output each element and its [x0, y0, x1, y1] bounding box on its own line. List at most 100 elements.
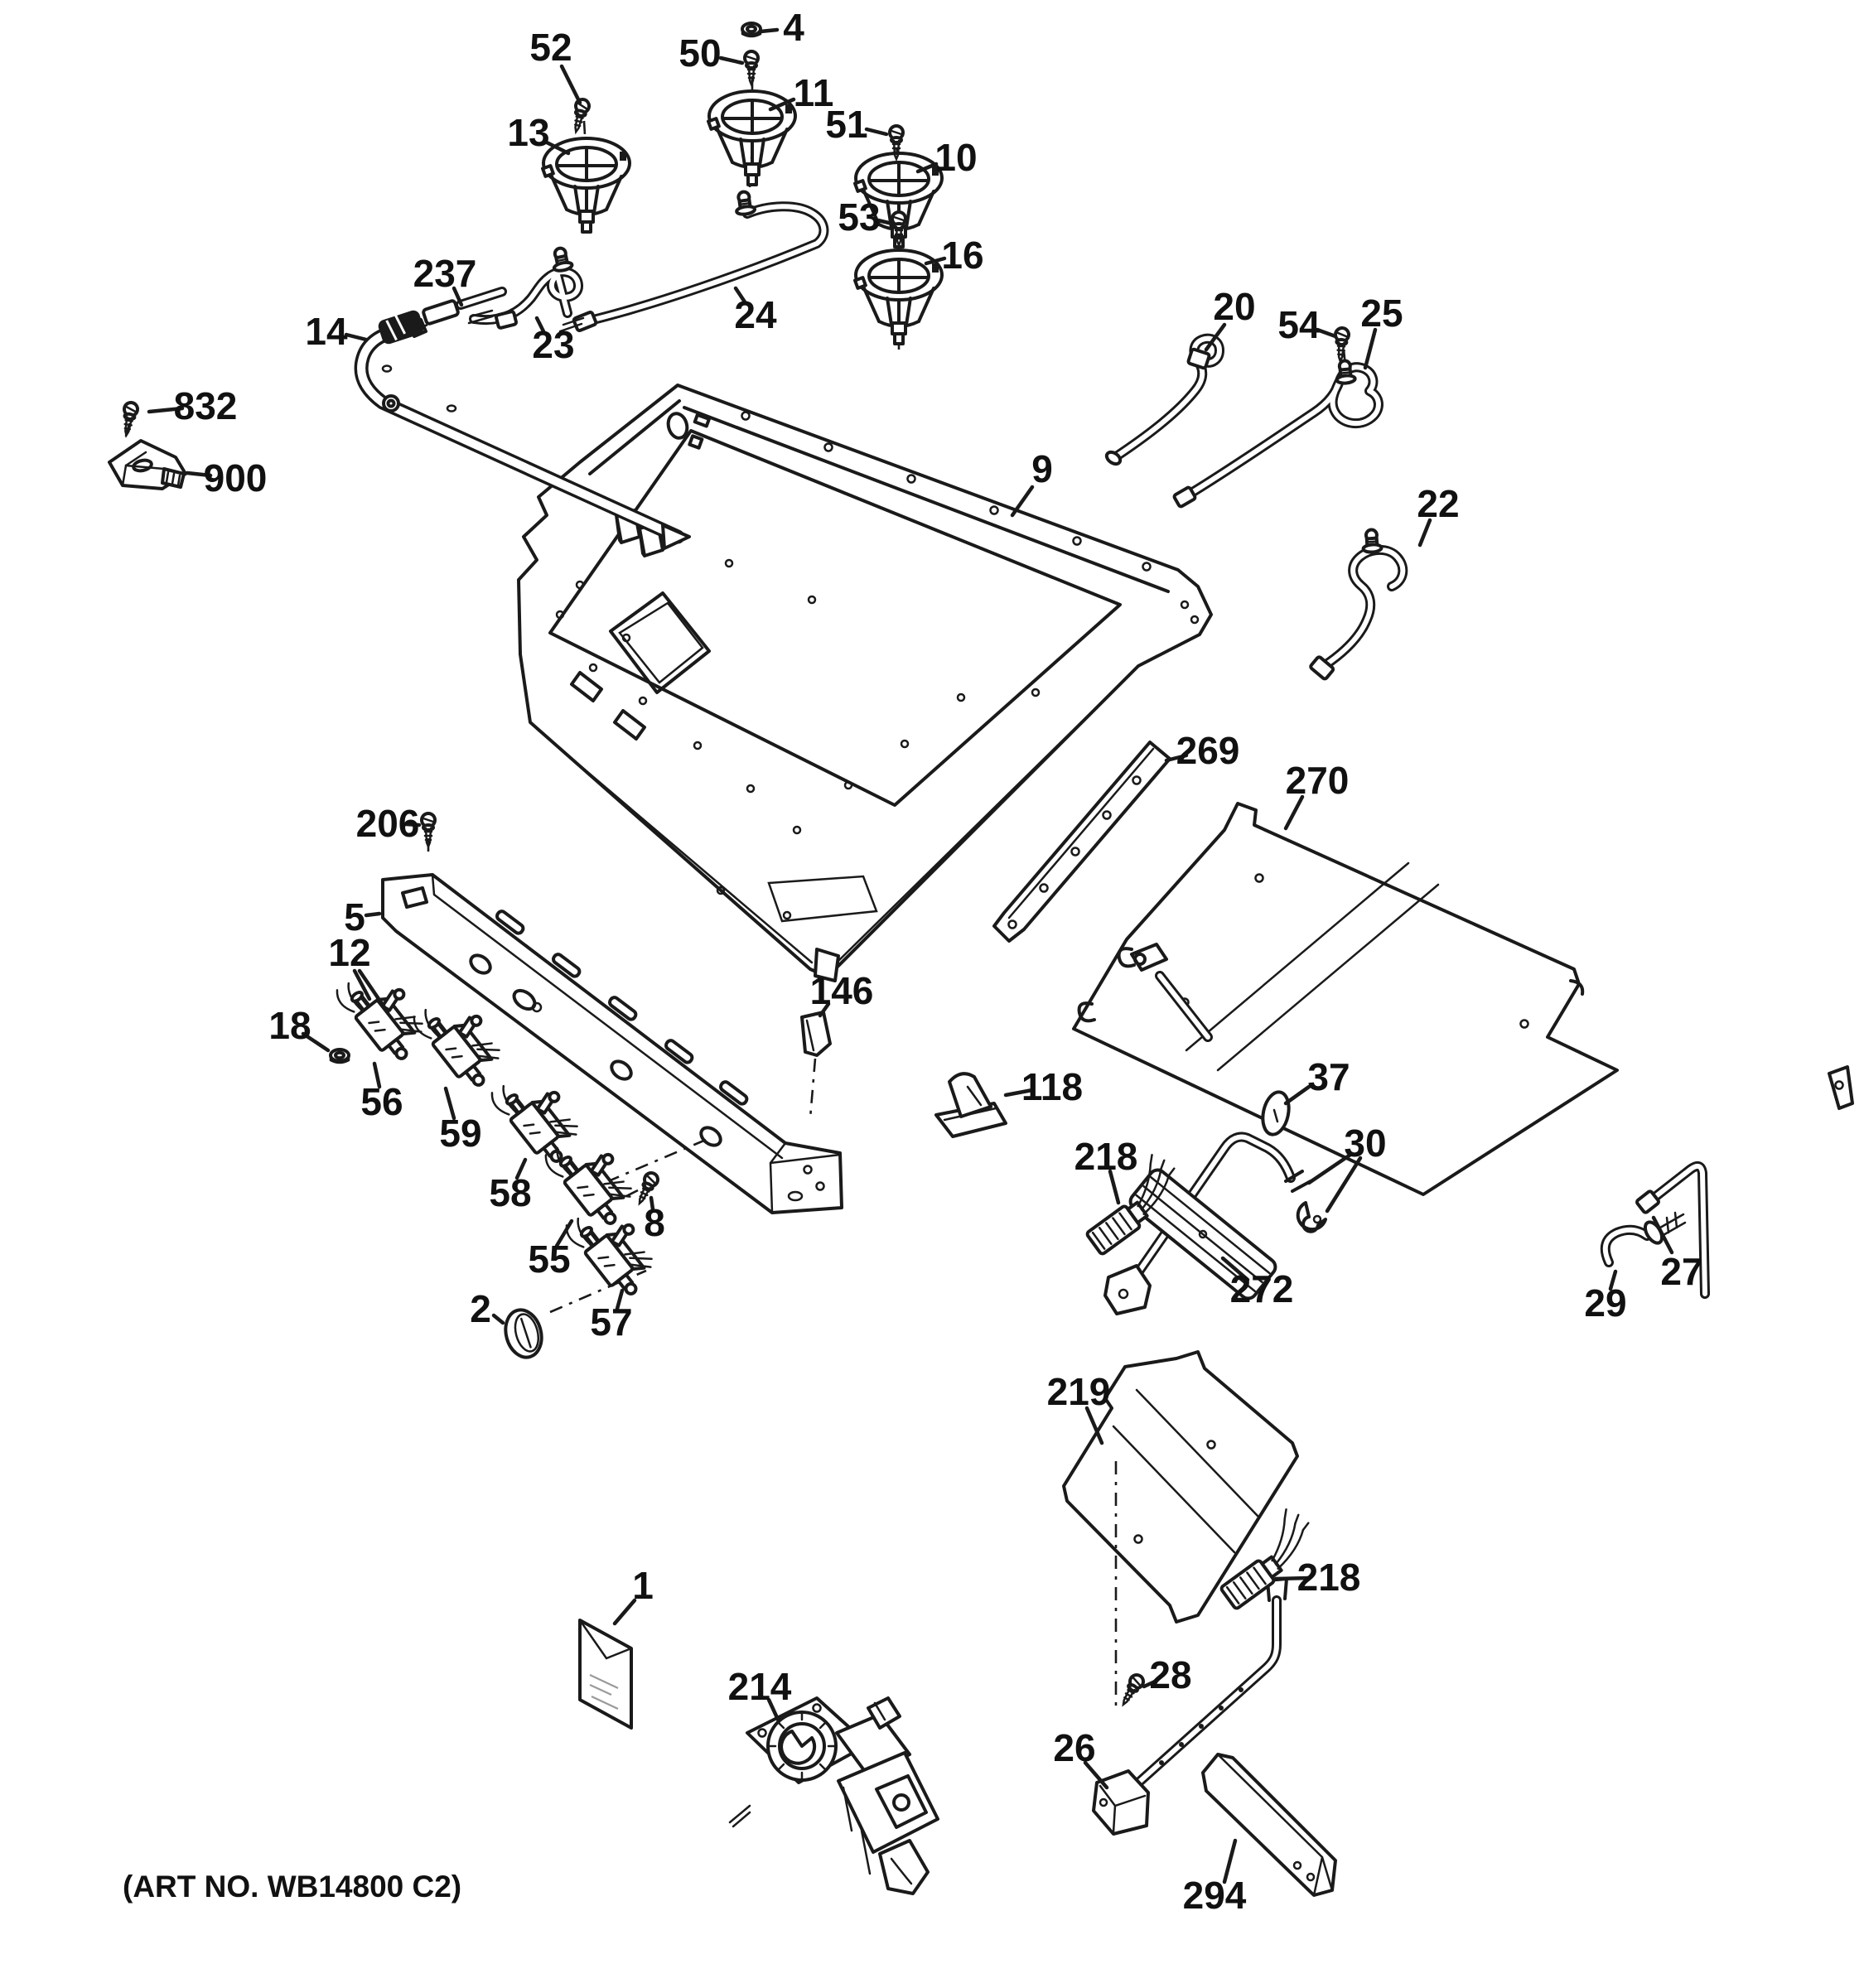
leader-line-12: [357, 968, 390, 1015]
igniter-pipe-25: [1335, 359, 1357, 385]
gas-pipe-22: [1309, 544, 1408, 681]
part-label-237: 237: [413, 252, 477, 295]
part-label-13: 13: [507, 111, 549, 154]
part-label-214: 214: [728, 1665, 792, 1708]
nut-4: [741, 22, 762, 38]
edge-clip: [1828, 1065, 1854, 1110]
screw-51: [888, 124, 905, 162]
wire-connector-218-b: [1219, 1508, 1310, 1610]
leader-line-59: [443, 1086, 456, 1121]
leader-line-37: [1283, 1084, 1311, 1106]
leader-line-51: [864, 127, 889, 137]
heat-shield-219: [1062, 1350, 1299, 1624]
part-label-16: 16: [941, 234, 983, 277]
gas-pipe-20: [1104, 333, 1224, 466]
burner-cap-11: [707, 89, 797, 186]
part-label-118: 118: [1021, 1065, 1083, 1108]
screw-54: [1334, 326, 1350, 364]
screw-206: [420, 812, 437, 850]
leader-line-58: [514, 1157, 528, 1180]
part-label-27: 27: [1660, 1250, 1702, 1293]
leader-line-22: [1417, 518, 1432, 548]
leader-line-28: [1142, 1679, 1157, 1689]
art-number-text: (ART NO. WB14800 C2): [123, 1870, 461, 1904]
leader-line-2: [491, 1313, 505, 1325]
mounting-bracket-900: [108, 422, 187, 490]
leader-line-26: [1083, 1760, 1109, 1790]
part-label-22: 22: [1417, 482, 1459, 525]
regulator-valve-214: [728, 1696, 939, 1895]
leader-line-270: [1283, 794, 1305, 831]
part-label-30: 30: [1344, 1122, 1386, 1165]
part-label-10: 10: [934, 136, 977, 179]
part-label-51: 51: [825, 103, 867, 146]
leader-line-11: [768, 97, 796, 112]
part-label-5: 5: [344, 895, 365, 939]
leader-line-118: [1003, 1088, 1035, 1098]
part-label-50: 50: [678, 31, 721, 75]
part-label-23: 23: [532, 323, 574, 366]
part-label-1: 1: [632, 1564, 654, 1607]
part-label-218: 218: [1297, 1556, 1361, 1599]
oven-burner-tube-26: [1092, 1577, 1288, 1836]
leader-line-269: [1164, 753, 1189, 763]
repeated-part-glyphs: [123, 22, 1384, 1707]
leader-line-146: [818, 1001, 831, 1018]
leader-line-900: [185, 470, 213, 478]
leader-line-54: [1315, 327, 1338, 339]
leader-line-16: [924, 256, 947, 266]
part-label-53: 53: [838, 195, 880, 239]
leader-line-272: [1220, 1256, 1250, 1282]
leader-line-53: [876, 218, 895, 226]
spark-igniter-tube-24: [558, 201, 829, 333]
burner-fin-272: [1128, 1168, 1277, 1300]
leader-line-206: [403, 822, 422, 828]
leader-line-237: [452, 286, 464, 307]
burner-cap-10: [853, 152, 944, 248]
part-label-54: 54: [1277, 303, 1321, 346]
screw-53: [891, 210, 907, 248]
instruction-pack-1: [578, 1619, 633, 1730]
leader-line-18: [301, 1031, 331, 1053]
leader-line-10: [915, 162, 939, 174]
part-label-18: 18: [268, 1004, 311, 1047]
part-label-29: 29: [1584, 1281, 1626, 1325]
screw-50: [743, 50, 760, 88]
part-label-14: 14: [305, 310, 348, 353]
nut-18: [329, 1048, 350, 1064]
igniter-pipe-23: [552, 246, 574, 273]
part-label-832: 832: [174, 384, 238, 427]
screw-8: [638, 1171, 659, 1206]
igniter-pipe-24: [735, 190, 757, 216]
wire-connector-218-a: [1085, 1153, 1176, 1256]
leader-line-25: [1363, 327, 1378, 370]
part-label-4: 4: [783, 6, 804, 49]
part-label-146: 146: [810, 969, 874, 1012]
part-label-269: 269: [1176, 729, 1240, 772]
leader-line-12: [352, 968, 372, 1001]
part-label-58: 58: [489, 1171, 531, 1214]
part-label-26: 26: [1053, 1726, 1095, 1769]
part-label-57: 57: [590, 1300, 632, 1344]
heat-shield-270: [1072, 802, 1619, 1196]
part-label-272: 272: [1230, 1267, 1294, 1310]
part-label-24: 24: [734, 293, 777, 336]
part-label-8: 8: [644, 1201, 665, 1244]
part-label-25: 25: [1360, 292, 1403, 335]
leader-line-27: [1651, 1215, 1674, 1255]
leader-line-55: [554, 1218, 574, 1248]
leader-line-20: [1204, 322, 1227, 352]
leader-line-23: [534, 316, 546, 334]
part-label-294: 294: [1183, 1874, 1247, 1917]
part-label-11: 11: [794, 71, 834, 114]
part-label-900: 900: [204, 456, 268, 499]
leader-line-1: [612, 1598, 637, 1626]
leader-line-30: [1306, 1152, 1353, 1185]
manifold-bracket-5: [381, 873, 843, 1214]
part-label-56: 56: [360, 1080, 403, 1123]
part-label-59: 59: [439, 1112, 481, 1155]
screw-832: [123, 401, 139, 438]
